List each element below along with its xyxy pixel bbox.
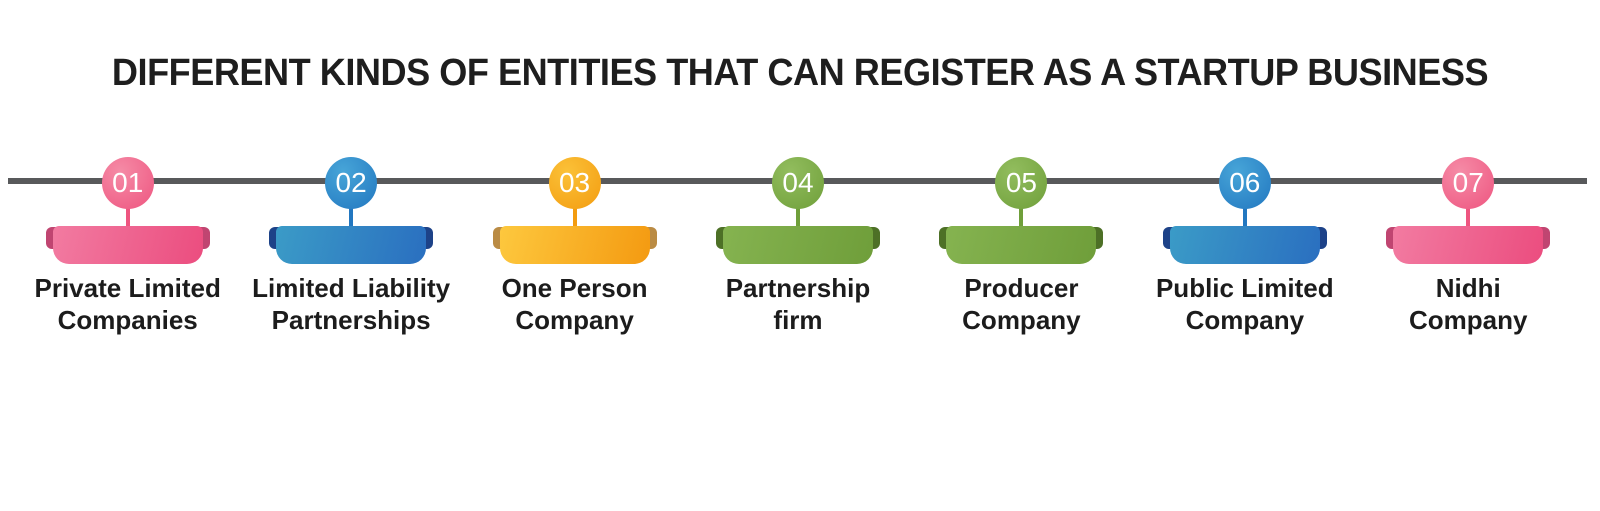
step-number-badge: 03 [548, 157, 601, 209]
step-number-badge: 02 [325, 157, 378, 209]
step-number-badge: 06 [1218, 157, 1271, 209]
item-label: Partnership firm [725, 273, 871, 335]
ribbon-banner [492, 226, 657, 264]
ribbon-banner [1162, 226, 1327, 264]
timeline-item: 05 Producer Company [910, 0, 1133, 511]
connector-line [795, 204, 800, 232]
step-number: 07 [1452, 167, 1484, 198]
item-label: Private Limited Companies [34, 273, 221, 335]
step-number-badge: 01 [101, 157, 154, 209]
ribbon-banner [269, 226, 434, 264]
timeline-item: 04 Partnership firm [686, 0, 909, 511]
ribbon-body [946, 226, 1097, 264]
step-number-badge: 04 [771, 157, 824, 209]
item-label: Limited Liability Partnerships [252, 273, 451, 335]
connector-line [125, 204, 130, 232]
step-number: 02 [335, 167, 367, 198]
ribbon-banner [939, 226, 1104, 264]
ribbon-body [1393, 226, 1544, 264]
ribbon-body [499, 226, 650, 264]
connector-line [1019, 204, 1024, 232]
ribbon-banner [45, 226, 210, 264]
connector-line [572, 204, 577, 232]
ribbon-body [52, 226, 203, 264]
timeline-item: 06 Public Limited Company [1133, 0, 1356, 511]
item-label: Public Limited Company [1155, 273, 1334, 335]
step-number: 04 [782, 167, 814, 198]
page-title: DIFFERENT KINDS OF ENTITIES THAT CAN REG… [111, 52, 1489, 94]
timeline-item: 03 One Person Company [463, 0, 686, 511]
ribbon-body [1169, 226, 1320, 264]
timeline-item: 07 Nidhi Company [1357, 0, 1580, 511]
step-number: 06 [1229, 167, 1261, 198]
connector-line [1242, 204, 1247, 232]
step-number: 05 [1005, 167, 1037, 198]
item-label: Producer Company [962, 273, 1081, 335]
step-number: 01 [112, 167, 144, 198]
timeline-item: 02 Limited Liability Partnerships [239, 0, 462, 511]
timeline-item: 01 Private Limited Companies [16, 0, 239, 511]
ribbon-body [722, 226, 873, 264]
timeline: 01 Private Limited Companies 02 Limited … [16, 0, 1580, 511]
ribbon-banner [1386, 226, 1551, 264]
item-label: One Person Company [501, 273, 648, 335]
ribbon-banner [715, 226, 880, 264]
step-number-badge: 05 [995, 157, 1048, 209]
step-number-badge: 07 [1442, 157, 1495, 209]
connector-line [1466, 204, 1471, 232]
ribbon-body [276, 226, 427, 264]
step-number: 03 [558, 167, 591, 198]
item-label: Nidhi Company [1409, 273, 1528, 335]
connector-line [349, 204, 354, 232]
